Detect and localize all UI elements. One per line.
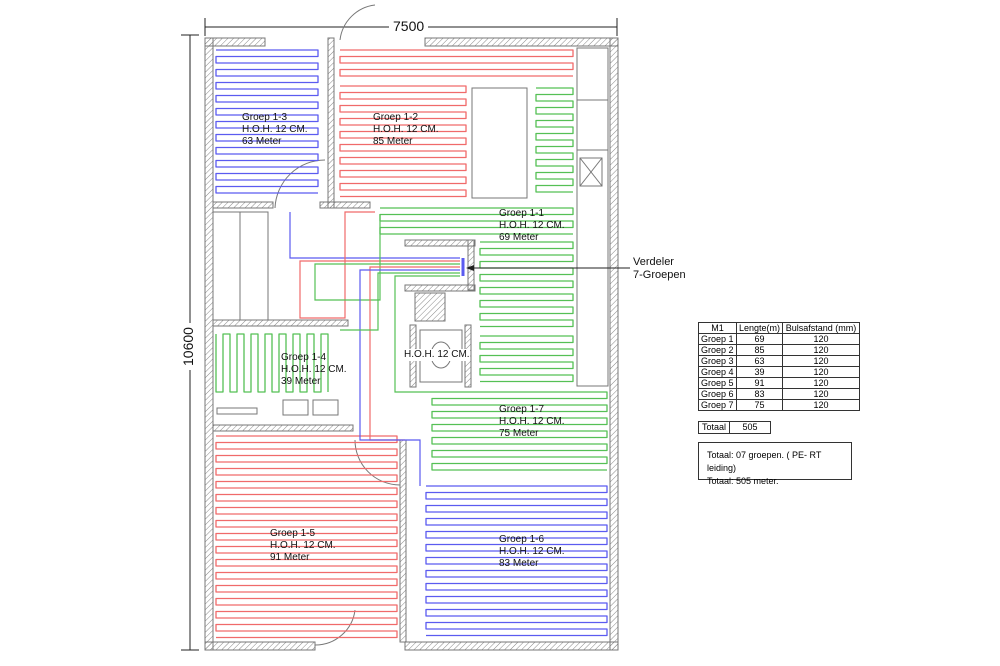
summary-note: Totaal: 07 groepen. ( PE- RT leiding) To… [698,442,852,486]
table-cell: Groep 2 [698,344,737,356]
loop-groep-1-7 [431,391,608,471]
table-cell: 83 [735,388,784,400]
feed-line [289,212,460,259]
table-cell: 120 [782,377,861,389]
group-spacing: H.O.H. 12 CM. [499,546,565,557]
total-label: Totaal [702,422,727,432]
heating-loops [215,49,608,639]
header-cell: Bulsafstand (mm) [782,322,861,334]
feed-line [340,272,460,331]
feed-line [394,275,460,393]
table-cell: 69 [735,333,784,345]
toilet-label: H.O.H. 12 CM. [404,349,470,361]
table-cell: Groep 3 [698,355,737,367]
group-length: 39 Meter [281,376,321,387]
group-spacing: H.O.H. 12 CM. [281,364,347,375]
group-spacing: H.O.H. 12 CM. [242,124,308,135]
table-cell: 39 [735,366,784,378]
group-spacing: H.O.H. 12 CM. [499,416,565,427]
header-cell: Lengte(m) [735,322,784,334]
table-cell: 120 [782,399,861,411]
feed-line [359,269,460,486]
width-dimension: 7500 [389,18,429,34]
table-cell: Groep 5 [698,377,737,389]
total-box: Totaal 505 [698,421,772,434]
loop-groep-1-1 [479,241,574,328]
group-name: Groep 1-4 [281,352,327,363]
group-length: 69 Meter [499,232,539,243]
table-cell: Groep 1 [698,333,737,345]
loop-groep-1-1 [535,87,574,193]
group-name: Groep 1-5 [270,528,316,539]
group-length: 63 Meter [242,136,282,147]
loop-groep-1-7 [479,335,574,383]
height-dimension: 10600 [180,323,196,370]
group-length: 83 Meter [499,558,539,569]
table-cell: Groep 7 [698,399,737,411]
group-spacing: H.O.H. 12 CM. [270,540,336,551]
group-spacing: H.O.H. 12 CM. [499,220,565,231]
feed-line [299,211,460,319]
table-cell: 85 [735,344,784,356]
group-name: Groep 1-6 [499,534,545,545]
loop-groep-1-2 [339,49,574,77]
loop-groep-1-5 [215,435,398,639]
table-cell: 63 [735,355,784,367]
loop-groep-1-6 [425,485,608,637]
manifold-label: Verdeler 7-Groepen [633,256,686,282]
group-name: Groep 1-3 [242,112,288,123]
total-value: 505 [729,422,770,433]
table-cell: 120 [782,388,861,400]
group-length: 91 Meter [270,552,310,563]
manifold-label-line1: Verdeler [633,256,674,268]
feed-line [314,214,460,301]
walls [204,37,619,651]
loop-groep-1-2 [339,85,467,198]
table-cell: 120 [782,366,861,378]
group-name: Groep 1-1 [499,208,545,219]
table-cell: Groep 4 [698,366,737,378]
group-name: Groep 1-7 [499,404,545,415]
note-line: Totaal: 505 meter. [707,476,779,486]
group-name: Groep 1-2 [373,112,419,123]
table-header-row: M1 Lengte(m) Bulsafstand (mm) [698,322,861,334]
manifold-label-line2: 7-Groepen [633,269,686,281]
group-length: 75 Meter [499,428,539,439]
loop-groep-1-3 [215,49,319,194]
group-spacing: H.O.H. 12 CM. [373,124,439,135]
table-cell: 91 [735,377,784,389]
table-cell: Groep 6 [698,388,737,400]
table-cell: 120 [782,333,861,345]
table-cell: 120 [782,344,861,356]
manifold [289,211,630,486]
loop-groep-1-4 [215,333,329,393]
note-line: Totaal: 07 groepen. ( PE- RT leiding) [707,450,822,473]
table-cell: 75 [735,399,784,411]
header-cell: M1 [698,322,737,334]
table-cell: 120 [782,355,861,367]
group-length: 85 Meter [373,136,413,147]
